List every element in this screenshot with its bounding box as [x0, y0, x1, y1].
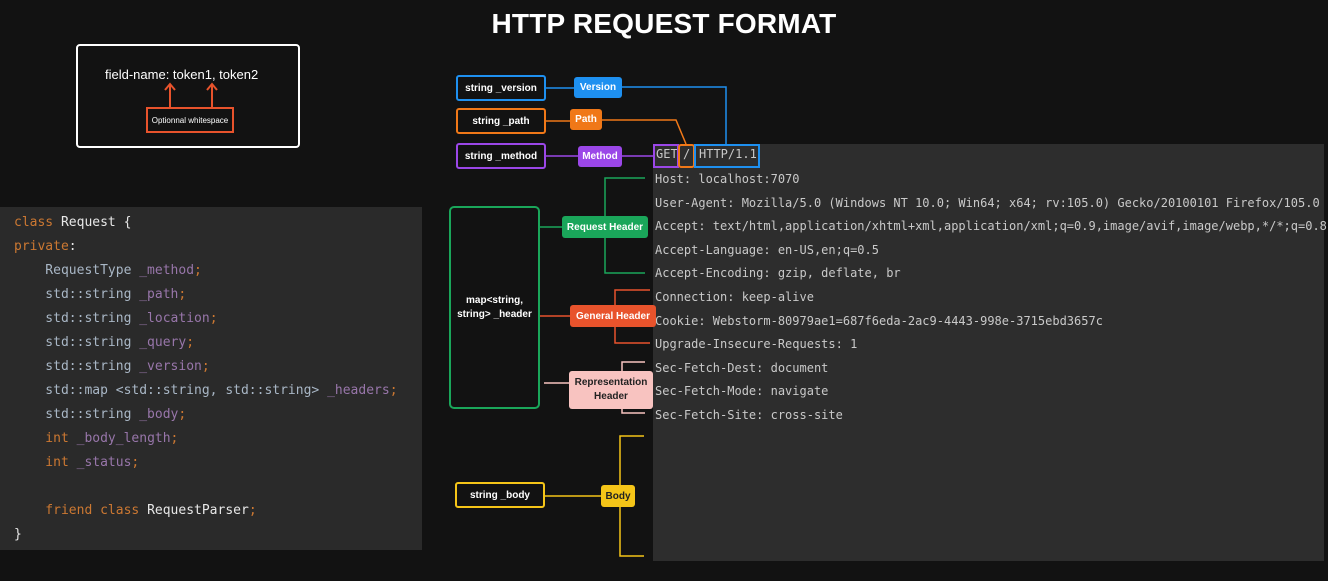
- string-body-label: string _body: [455, 482, 545, 508]
- code-line: std::string _path;: [14, 283, 398, 307]
- header-line: Accept: text/html,application/xhtml+xml,…: [655, 219, 1327, 234]
- method-highlight: [653, 144, 679, 168]
- code-token: _body_length: [76, 431, 171, 446]
- code-token: RequestParser: [147, 503, 249, 518]
- code-token: _query: [139, 335, 187, 350]
- code-token: std::string: [14, 335, 140, 350]
- code-token: std::string: [14, 311, 140, 326]
- code-token: ;: [178, 287, 187, 302]
- code-token: class: [14, 215, 61, 230]
- code-token: ;: [248, 503, 257, 518]
- header-line: Sec-Fetch-Site: cross-site: [655, 408, 843, 422]
- request-path: /: [683, 147, 691, 161]
- code-token: _location: [139, 311, 210, 326]
- code-token: _path: [139, 287, 179, 302]
- code-token: private: [14, 239, 69, 254]
- body-tag: Body: [601, 485, 635, 507]
- code-token: }: [14, 527, 22, 542]
- code-token: ;: [186, 335, 195, 350]
- path-tag: Path: [570, 109, 602, 130]
- optional-whitespace-note: Optionnal whitespace: [146, 107, 234, 133]
- code-token: RequestType: [14, 263, 140, 278]
- code-token: _headers: [327, 383, 390, 398]
- string-path-label: string _path: [456, 108, 546, 134]
- http-request-panel: [653, 144, 1324, 561]
- code-line: RequestType _method;: [14, 259, 398, 283]
- code-line: int _status;: [14, 451, 398, 475]
- version-connector: [546, 86, 727, 145]
- code-token: :: [68, 239, 77, 254]
- header-line: Cookie: Webstorm-80979ae1=687f6eda-2ac9-…: [655, 313, 1103, 328]
- header-line: Host: localhost:7070: [655, 172, 800, 186]
- request-method: GET: [656, 147, 678, 161]
- header-line: Sec-Fetch-Dest: document: [655, 360, 829, 375]
- code-token: ;: [209, 311, 218, 326]
- path-connector: [546, 119, 687, 145]
- code-token: std::string: [14, 407, 140, 422]
- code-token: ;: [201, 359, 210, 374]
- code-line: std::string _query;: [14, 331, 398, 355]
- whitespace-arrows: [164, 82, 218, 107]
- code-panel: [0, 207, 422, 550]
- code-token: ;: [389, 383, 398, 398]
- request-header-tag: Request Header: [562, 216, 648, 238]
- code-token: int: [14, 431, 77, 446]
- header-line: Upgrade-Insecure-Requests: 1: [655, 337, 858, 352]
- field-syntax-box: [76, 44, 300, 148]
- header-line: Accept-Language: en-US,en;q=0.5: [655, 242, 879, 257]
- code-line: std::map <std::string, std::string> _hea…: [14, 379, 398, 403]
- string-method-label: string _method: [456, 143, 546, 169]
- header-line: Connection: keep-alive: [655, 290, 814, 304]
- code-token: ;: [194, 263, 202, 278]
- code-token: _body: [139, 407, 179, 422]
- header-line: User-Agent: Mozilla/5.0 (Windows NT 10.0…: [655, 195, 1320, 210]
- request-version: HTTP/1.1: [699, 147, 757, 161]
- class-code-block: class Request {private: RequestType _met…: [14, 211, 398, 547]
- code-line: }: [14, 523, 398, 547]
- general-header-tag: General Header: [570, 305, 656, 327]
- representation-header-tag: Representation Header: [569, 371, 653, 409]
- code-token: std::string: [14, 287, 140, 302]
- version-highlight: [694, 144, 760, 168]
- code-token: ;: [178, 407, 187, 422]
- code-token: friend class: [14, 503, 148, 518]
- code-line: class Request {: [14, 211, 398, 235]
- path-highlight: [678, 144, 695, 168]
- diagram-title: HTTP REQUEST FORMAT: [491, 8, 837, 39]
- code-line: std::string _version;: [14, 355, 398, 379]
- code-line: std::string _body;: [14, 403, 398, 427]
- code-token: std::map <std::string, std::string>: [14, 383, 328, 398]
- method-tag: Method: [578, 146, 622, 167]
- code-line: friend class RequestParser;: [14, 499, 398, 523]
- header-line: Accept-Encoding: gzip, deflate, br: [655, 266, 901, 281]
- header-line: Sec-Fetch-Mode: navigate: [655, 384, 829, 399]
- map-header-label: map<string, string> _header: [449, 206, 540, 409]
- string-version-label: string _version: [456, 75, 546, 101]
- code-token: Request {: [60, 215, 132, 230]
- code-token: ;: [131, 455, 140, 470]
- code-line: private:: [14, 235, 398, 259]
- code-token: _status: [76, 455, 132, 470]
- code-line: std::string _location;: [14, 307, 398, 331]
- version-tag: Version: [574, 77, 622, 98]
- code-line: int _body_length;: [14, 427, 398, 451]
- code-token: std::string: [14, 359, 140, 374]
- code-token: _method: [139, 263, 195, 278]
- code-token: ;: [170, 431, 179, 446]
- code-token: _version: [139, 359, 202, 374]
- field-syntax-text: field-name: token1, token2: [105, 67, 259, 82]
- code-token: int: [14, 455, 77, 470]
